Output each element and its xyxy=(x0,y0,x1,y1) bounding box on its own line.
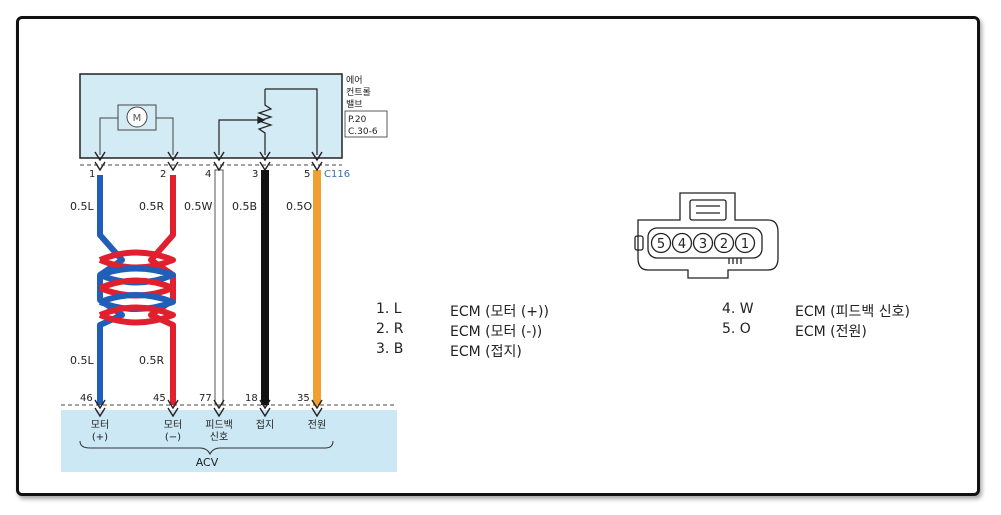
motor-symbol xyxy=(99,104,174,155)
ecm-label: ACV xyxy=(196,456,219,469)
legend-left-2-num: 2. R xyxy=(376,321,404,337)
ecm-pin-77: 77 xyxy=(199,393,212,404)
wire-3-label: 0.5B xyxy=(232,200,257,213)
ecm-func-3: 접지 xyxy=(256,419,274,431)
ecm-func-1b: (+) xyxy=(92,432,108,443)
wire-5-orange xyxy=(313,170,321,405)
top-terminals xyxy=(94,151,323,172)
face-pin-2: 2 xyxy=(720,237,728,252)
legend-right-1-desc: ECM (피드백 신호) xyxy=(795,304,910,320)
wire-2-label-lower: 0.5R xyxy=(139,354,164,367)
component-ref-2: C.30-6 xyxy=(348,127,378,137)
ecm-pin-18: 18 xyxy=(245,393,258,404)
connector-id: C116 xyxy=(324,169,350,180)
component-name-3: 밸브 xyxy=(346,99,363,110)
component-name-2: 컨트롤 xyxy=(346,87,371,98)
face-pin-5: 5 xyxy=(657,237,665,252)
face-pin-4: 4 xyxy=(678,237,686,252)
legend-right-1-num: 4. W xyxy=(722,301,754,317)
legend-right-2-num: 5. O xyxy=(722,321,751,337)
legend-left-3-desc: ECM (접지) xyxy=(450,344,522,360)
legend-left-3-num: 3. B xyxy=(376,341,404,357)
legend-right-2-desc: ECM (전원) xyxy=(795,324,867,340)
ecm-pin-35: 35 xyxy=(297,393,310,404)
ecm-func-1a: 모터 xyxy=(91,419,109,431)
ecm-func-5: 전원 xyxy=(308,419,326,431)
component-name-1: 에어 xyxy=(346,75,363,86)
pin-2: 2 xyxy=(160,169,166,180)
connector-face xyxy=(634,192,779,279)
ecm-func-4b: 신호 xyxy=(210,431,228,443)
component-ref-box xyxy=(344,110,388,138)
twisted-pair xyxy=(97,175,176,405)
wire-5-label: 0.5O xyxy=(286,200,312,213)
motor-label: M xyxy=(133,113,142,124)
wire-1-label: 0.5L xyxy=(70,200,94,213)
ecm-pin-45: 45 xyxy=(153,393,166,404)
twist-red-3 xyxy=(98,304,176,326)
potentiometer-symbol xyxy=(218,88,318,155)
pin-4: 4 xyxy=(205,169,211,180)
wire-1-label-lower: 0.5L xyxy=(70,354,94,367)
wire-4-white xyxy=(214,169,224,406)
face-pin-1: 1 xyxy=(741,237,749,252)
face-pin-3: 3 xyxy=(699,237,707,252)
legend-left-1-desc: ECM (모터 (+)) xyxy=(450,304,549,320)
ecm-func-4a: 피드백 xyxy=(205,419,233,431)
component-ref-1: P.20 xyxy=(348,115,367,125)
wire-4-label: 0.5W xyxy=(184,200,212,213)
ecm-pin-46: 46 xyxy=(80,393,93,404)
legend-left-1-num: 1. L xyxy=(376,301,402,317)
pin-1: 1 xyxy=(89,169,95,180)
wire-3-black xyxy=(261,170,269,405)
ecm-block xyxy=(61,410,397,472)
ecm-func-2b: (−) xyxy=(165,432,181,443)
twist-red-1 xyxy=(98,249,176,271)
ecm-func-2a: 모터 xyxy=(164,419,182,431)
bottom-terminals xyxy=(94,399,323,418)
legend-left-2-desc: ECM (모터 (-)) xyxy=(450,324,543,340)
pin-3: 3 xyxy=(252,169,258,180)
ecm-brace xyxy=(79,440,334,456)
pin-5: 5 xyxy=(304,169,310,180)
wire-2-label: 0.5R xyxy=(139,200,164,213)
